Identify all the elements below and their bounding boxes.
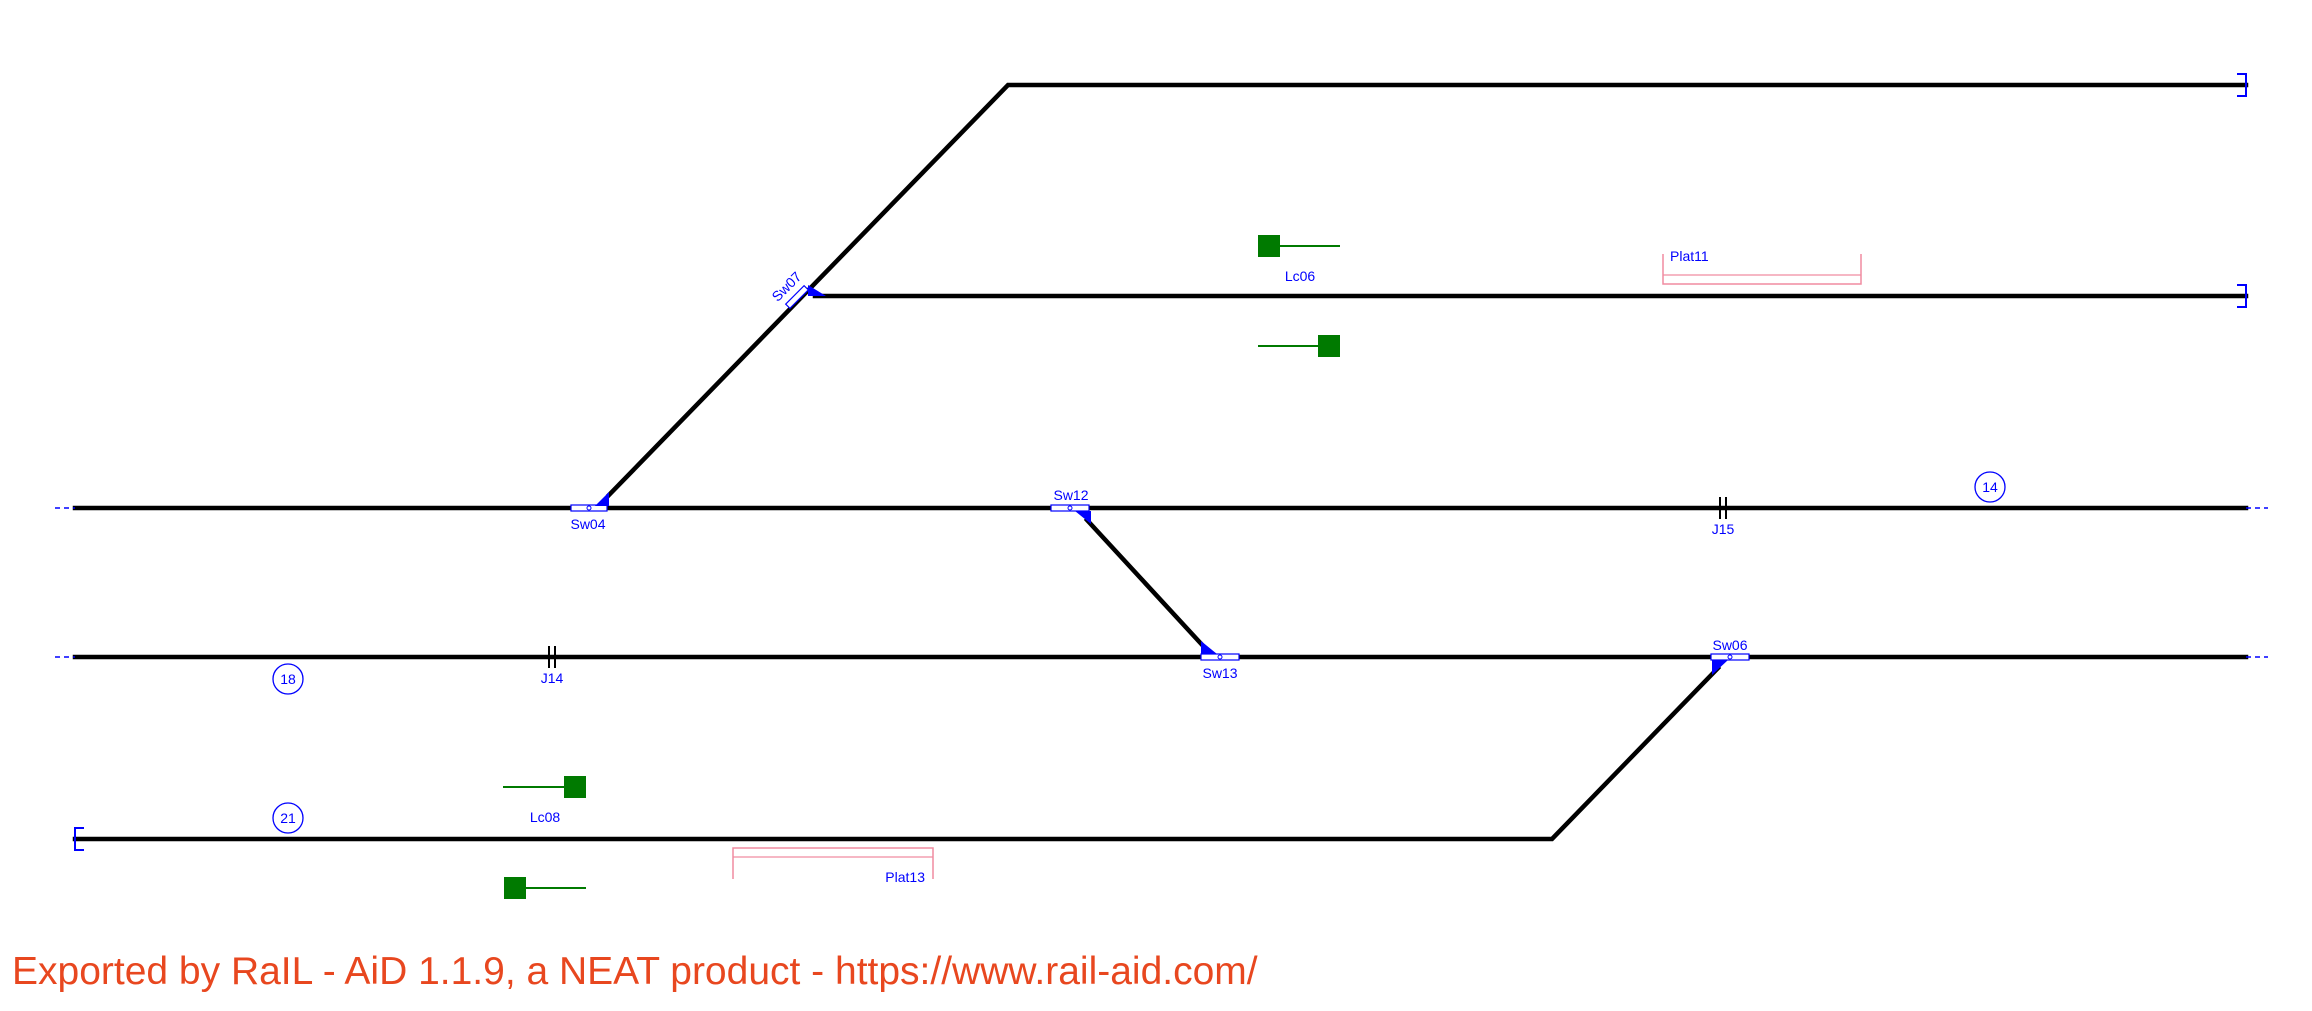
track-circuit-21-label: 21 [280,810,296,826]
switch-sw12-blade [1075,511,1091,524]
level-crossing-lc08-barrier-top [564,776,586,798]
track-circuits: 14 18 21 [272,471,2006,834]
track-circuit-14[interactable]: 14 [1974,471,2006,503]
platform-plat13[interactable]: Plat13 [732,847,934,885]
switch-sw13-blade [1201,641,1217,654]
level-crossings: Lc06 Lc08 [503,235,1340,899]
switch-sw13[interactable]: Sw13 [1200,641,1240,681]
buffer-stop-bottom [74,827,84,851]
track-circuit-18[interactable]: 18 [272,663,304,695]
buffer-stop-upper [2237,284,2247,308]
switches: Sw07 Sw04 Sw12 Sw13 Sw06 [570,268,1750,681]
tracks [72,82,2249,842]
joint-j14[interactable]: J14 [541,646,564,686]
joints: J15 J14 [541,497,1735,686]
track-crossover-sw12-sw13 [1083,516,1209,652]
track-top [605,82,2249,499]
switch-sw12-label: Sw12 [1053,487,1088,503]
level-crossing-lc06-barrier-top [1258,235,1280,257]
switch-sw06[interactable]: Sw06 [1710,637,1750,675]
level-crossing-lc08-barrier-bottom [504,877,526,899]
switch-sw06-label: Sw06 [1712,637,1747,653]
level-crossing-lc08-label: Lc08 [530,809,561,825]
switch-sw04-label: Sw04 [570,516,605,532]
level-crossing-lc06-label: Lc06 [1285,268,1316,284]
buffer-stop-top [2237,73,2247,97]
switch-sw07-blade [808,285,826,296]
track-circuit-14-label: 14 [1982,479,1998,495]
switch-sw04-blade [595,492,609,506]
joint-j14-label: J14 [541,670,564,686]
platforms: Plat11 Plat13 [732,248,1862,885]
switch-sw04[interactable]: Sw04 [570,492,609,532]
platform-plat11[interactable]: Plat11 [1662,248,1862,285]
level-crossing-lc06-barrier-bottom [1318,335,1340,357]
level-crossing-lc08[interactable]: Lc08 [503,776,586,899]
level-crossing-lc06[interactable]: Lc06 [1258,235,1340,357]
switch-sw06-blade [1712,660,1728,675]
joint-j15[interactable]: J15 [1712,497,1735,537]
platform-plat13-label: Plat13 [885,869,925,885]
switch-sw12[interactable]: Sw12 [1050,487,1091,524]
track-bottom [72,664,1722,842]
track-circuit-21[interactable]: 21 [272,802,304,834]
track-ends [55,507,2268,658]
export-footer: Exported by RaIL - AiD 1.1.9, a NEAT pro… [12,950,1258,993]
switch-sw13-label: Sw13 [1202,665,1237,681]
buffer-stops [74,73,2247,851]
platform-plat11-label: Plat11 [1670,248,1709,264]
track-circuit-18-label: 18 [280,671,296,687]
joint-j15-label: J15 [1712,521,1735,537]
